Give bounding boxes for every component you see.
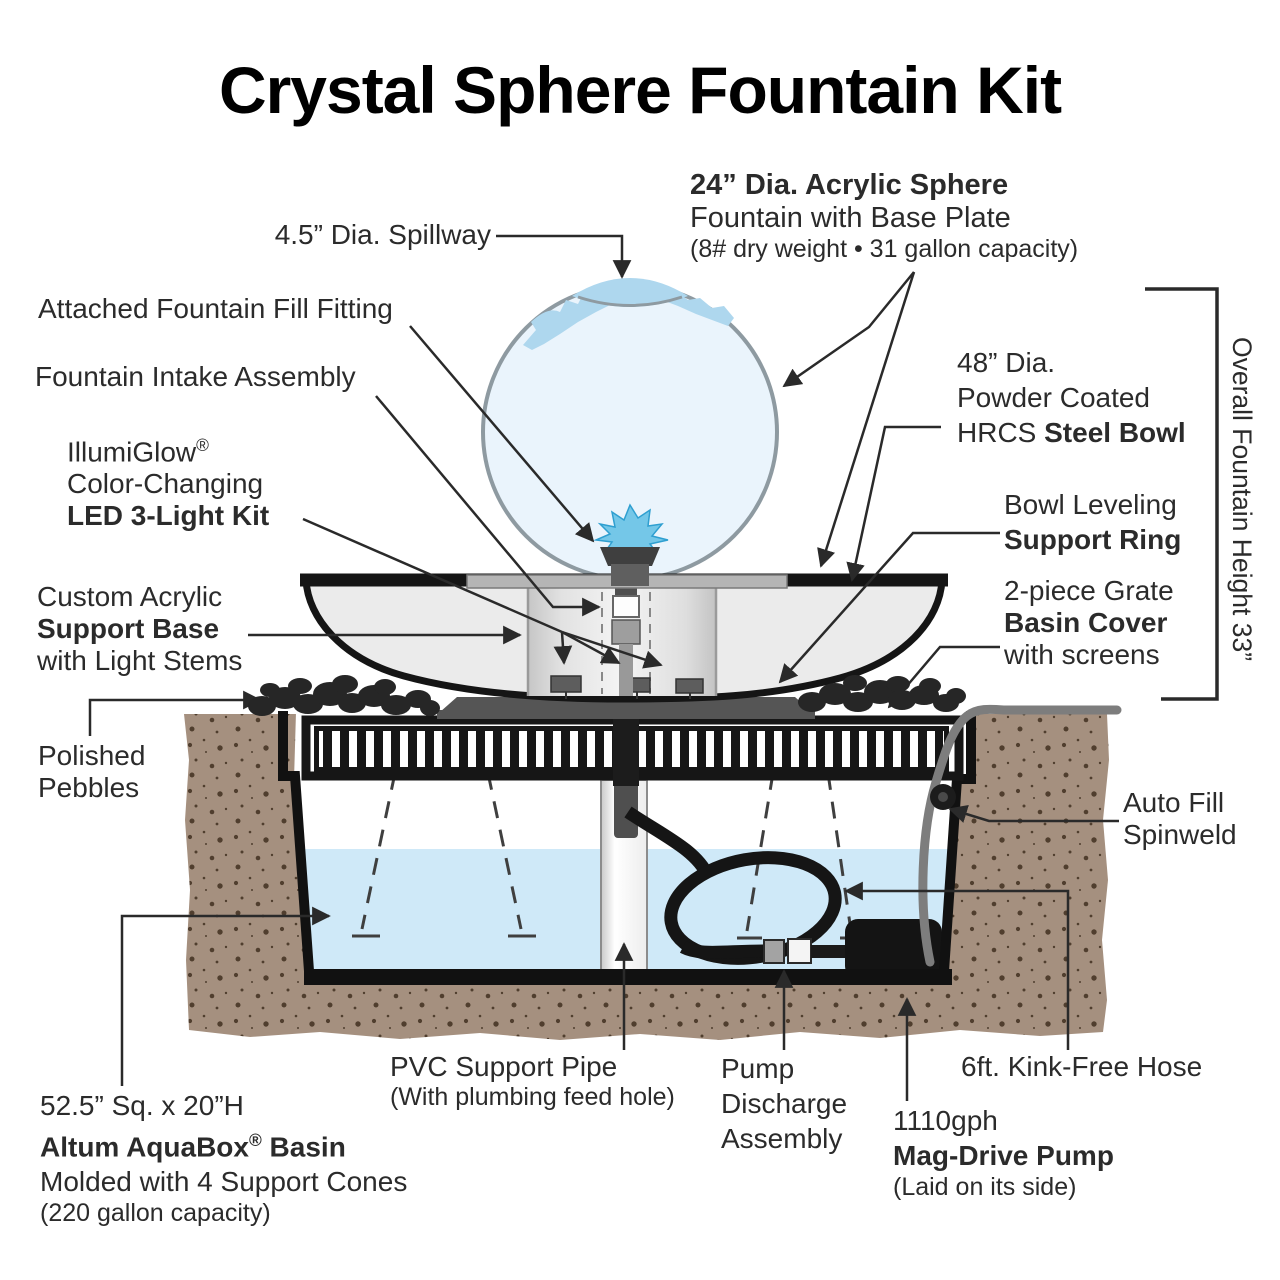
leader-spillway xyxy=(496,234,632,279)
leader-fill-fitting xyxy=(409,325,595,543)
label-mag-pump: 1110gph Mag-Drive Pump (Laid on its side… xyxy=(893,1105,1114,1201)
label-acrylic-sphere: 24” Dia. Acrylic Sphere Fountain with Ba… xyxy=(690,169,1079,263)
label-basin-cover: 2-piece Grate Basin Cover with screens xyxy=(1004,575,1174,670)
label-support-ring: Bowl Leveling Support Ring xyxy=(1004,489,1182,555)
mag-drive-pump xyxy=(845,919,942,979)
leader-steel-bowl xyxy=(846,425,941,582)
grate-basin-cover xyxy=(301,694,964,786)
label-led-kit: IllumiGlow® Color-Changing LED 3-Light K… xyxy=(67,435,270,532)
label-basin: 52.5” Sq. x 20”H Altum AquaBox® Basin Mo… xyxy=(40,1090,408,1228)
polished-pebbles xyxy=(248,675,966,716)
label-kink-free-hose: 6ft. Kink-Free Hose xyxy=(961,1051,1203,1082)
page-title: Crystal Sphere Fountain Kit xyxy=(218,53,1062,127)
label-pebbles: Polished Pebbles xyxy=(38,740,146,803)
label-pvc-pipe: PVC Support Pipe (With plumbing feed hol… xyxy=(390,1051,675,1111)
leader-led-stem xyxy=(302,517,563,634)
acrylic-sphere xyxy=(481,278,779,581)
label-fill-fitting: Attached Fountain Fill Fitting xyxy=(38,293,393,324)
pump-discharge-assembly xyxy=(763,938,847,964)
intake-assembly xyxy=(611,586,641,696)
height-bracket xyxy=(1145,287,1219,701)
label-pump-discharge: Pump Discharge Assembly xyxy=(721,1053,848,1154)
label-spillway: 4.5” Dia. Spillway xyxy=(274,219,491,250)
spillway-water xyxy=(523,278,734,350)
auto-fill-spinweld xyxy=(930,784,956,810)
acrylic-support-base xyxy=(526,586,718,699)
fill-fitting xyxy=(593,503,669,586)
bowl-support-ring xyxy=(437,697,815,719)
label-intake: Fountain Intake Assembly xyxy=(35,361,356,392)
leader-support-ring xyxy=(778,531,1000,684)
label-overall-height: Overall Fountain Height 33” xyxy=(1227,337,1257,662)
leader-sphere xyxy=(782,271,915,388)
leader-auto-fill xyxy=(948,805,1119,823)
discharge-hose xyxy=(624,806,842,965)
pvc-support-pipe xyxy=(600,779,648,973)
leader-base-plate xyxy=(817,271,916,568)
leader-lines xyxy=(88,234,1119,1101)
leader-hose xyxy=(844,881,1070,1050)
label-auto-fill: Auto Fill Spinweld xyxy=(1123,787,1237,850)
leader-basin xyxy=(120,906,331,1086)
leader-intake xyxy=(375,395,601,617)
label-steel-bowl: 48” Dia. Powder Coated HRCS Steel Bowl xyxy=(957,347,1186,448)
label-support-base: Custom Acrylic Support Base with Light S… xyxy=(37,581,243,676)
leader-pebbles xyxy=(88,690,262,736)
